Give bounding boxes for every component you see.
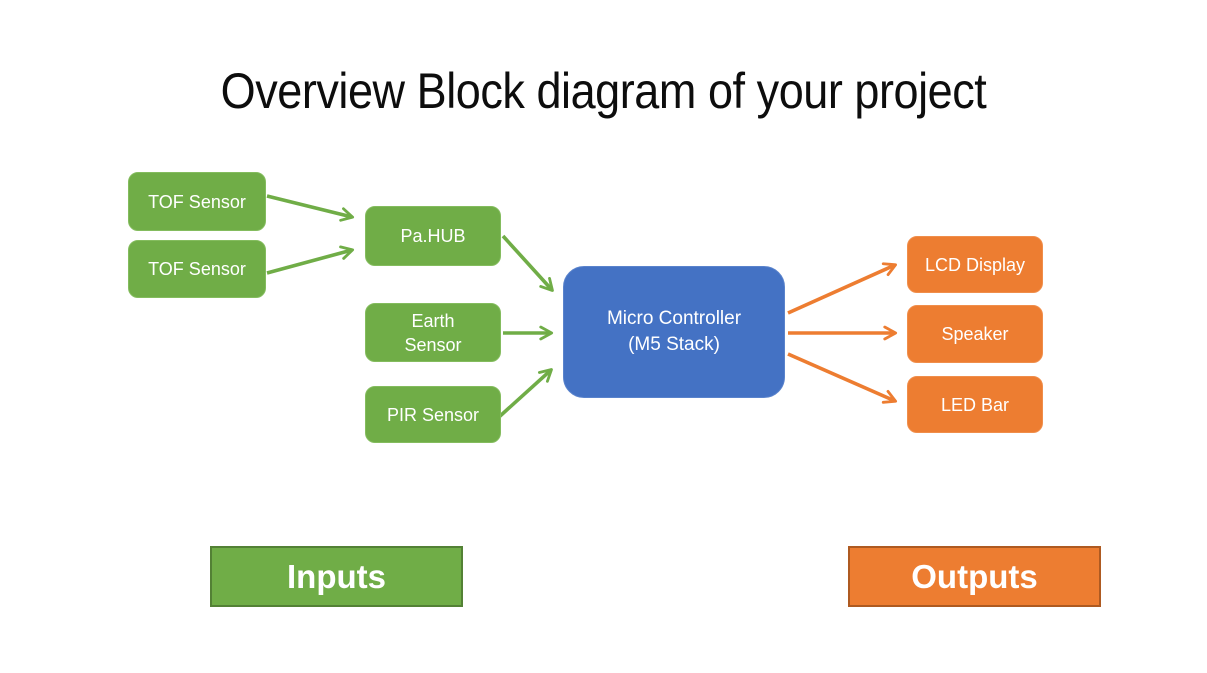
edge-pahub-mc [501,234,554,292]
node-pir-sensor: PIR Sensor [365,386,501,443]
node-label: Micro Controller (M5 Stack) [607,306,741,358]
node-label: Earth Sensor [404,310,462,355]
node-tof-sensor-2: TOF Sensor [128,240,266,298]
legend-outputs: Outputs [848,546,1101,607]
node-lcd-display: LCD Display [907,236,1043,293]
edge-tof1-pahub [266,194,355,222]
node-tof-sensor-1: TOF Sensor [128,172,266,231]
controller-label-line2: (M5 Stack) [628,334,720,355]
edge-pir-mc [497,368,553,419]
edge-tof2-pahub [266,245,355,275]
node-label: Pa.HUB [400,226,466,246]
node-label: LCD Display [924,254,1026,275]
edge-mc-ledbar [787,352,898,404]
legend-inputs: Inputs [210,546,463,607]
node-label: Speaker [941,324,1009,344]
node-label: LED Bar [940,394,1010,415]
legend-inputs-label: Inputs [287,557,386,595]
page-title: Overview Block diagram of your project [220,63,987,119]
node-pahub: Pa.HUB [365,206,501,266]
controller-label-line1: Micro Controller [606,308,742,329]
edge-mc-lcd [787,262,898,315]
node-led-bar: LED Bar [907,376,1043,433]
node-speaker: Speaker [907,305,1043,363]
legend-outputs-label: Outputs [911,557,1038,595]
node-earth-sensor: Earth Sensor [365,303,501,362]
node-micro-controller: Micro Controller (M5 Stack) [563,266,785,398]
node-label: PIR Sensor [386,404,480,425]
node-label: TOF Sensor [148,191,246,212]
node-label: TOF Sensor [148,259,246,279]
